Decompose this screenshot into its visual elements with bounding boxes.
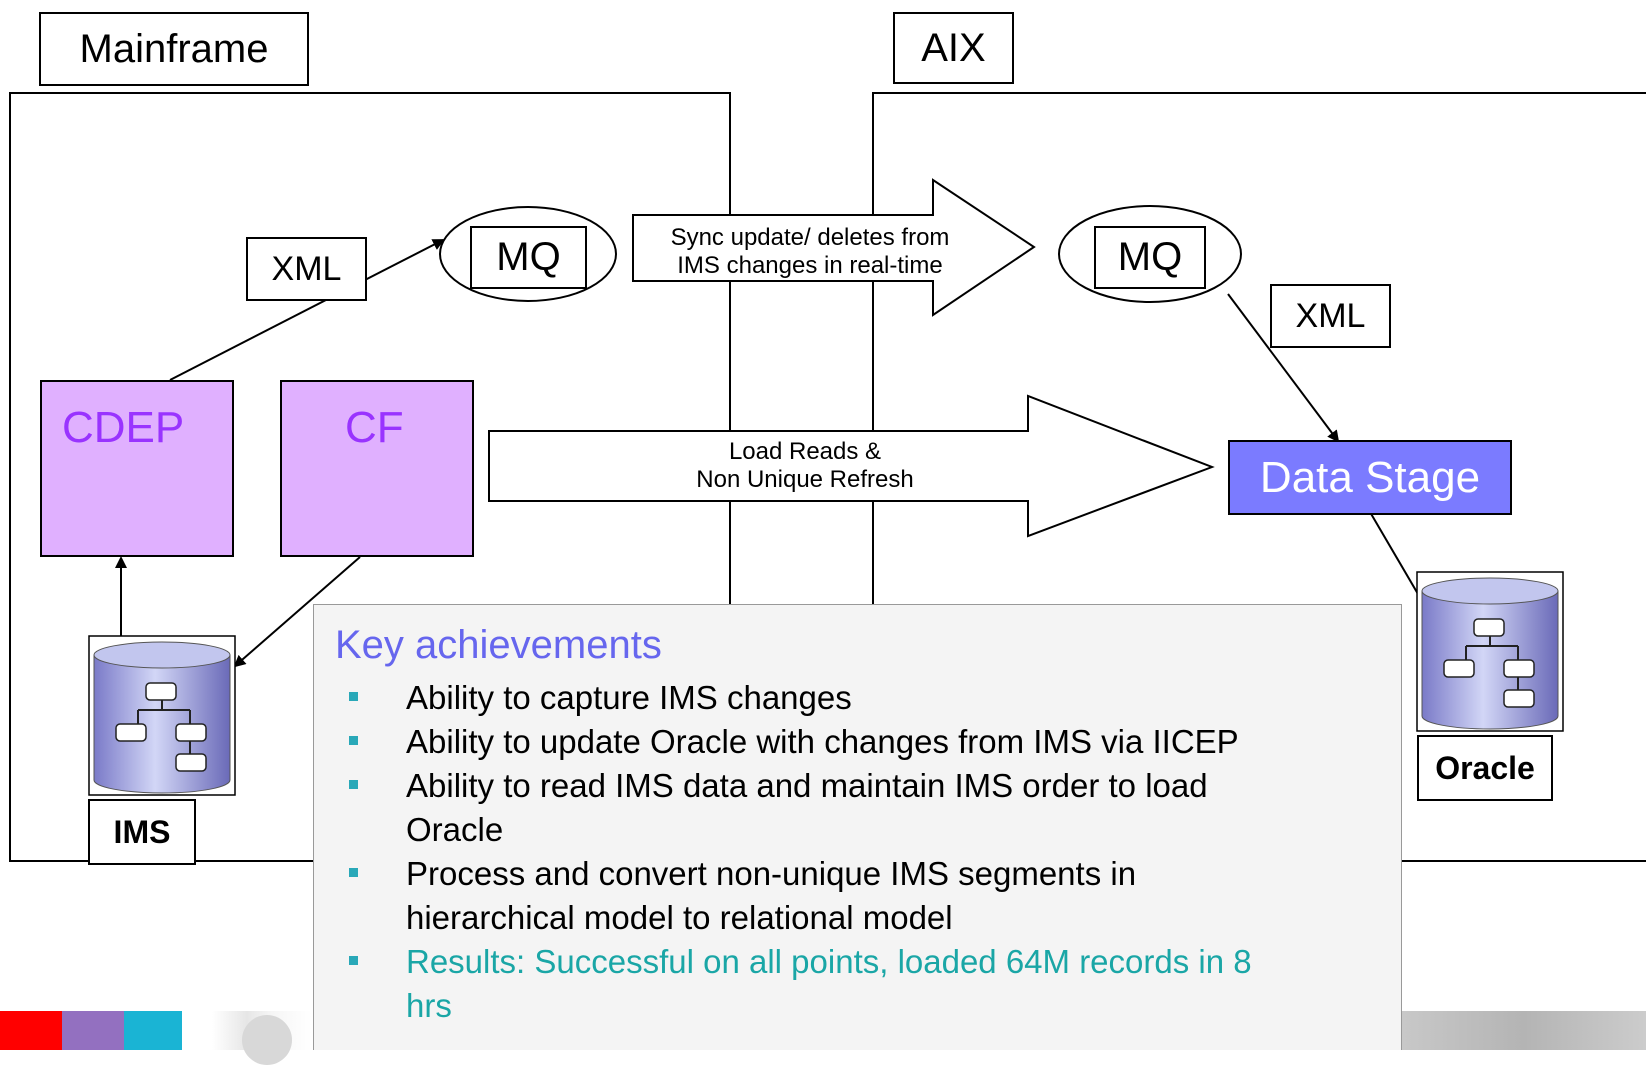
cf-box (280, 380, 474, 557)
aix-label-text: AIX (921, 25, 986, 70)
achievement-item-4-line2: hierarchical model to relational model (406, 899, 953, 936)
bullet-marker (349, 868, 358, 877)
ims-label-text: IMS (113, 813, 171, 850)
ims-database-icon (88, 635, 236, 796)
aix-xml-box: XML (1270, 284, 1391, 348)
sync-arrow-label: Sync update/ deletes from IMS changes in… (640, 224, 980, 280)
key-achievements-panel: Key achievements Ability to capture IMS … (313, 604, 1402, 1050)
achievement-item-4-line1: Process and convert non-unique IMS segme… (406, 855, 1137, 892)
load-arrow-line2: Non Unique Refresh (696, 466, 914, 493)
load-arrow (488, 394, 1215, 538)
achievement-item-2: Ability to update Oracle with changes fr… (406, 723, 1239, 760)
mainframe-label-text: Mainframe (79, 26, 269, 71)
mainframe-mq-box: MQ (470, 226, 587, 289)
load-arrow-label: Load Reads & Non Unique Refresh (600, 438, 1010, 494)
achievement-item-3-line2: Oracle (406, 811, 504, 848)
mainframe-xml-box: XML (246, 237, 367, 301)
achievement-item-3-line1: Ability to read IMS data and maintain IM… (406, 767, 1208, 804)
bullet-marker (349, 780, 358, 789)
aix-mq-box: MQ (1094, 226, 1206, 289)
sync-arrow-line2: IMS changes in real-time (677, 252, 943, 279)
footer-cyan-block (124, 1011, 182, 1050)
load-arrow-line1: Load Reads & (728, 438, 882, 465)
oracle-label-box: Oracle (1417, 735, 1553, 801)
bullet-marker (349, 736, 358, 745)
aix-mq-text: MQ (1117, 235, 1183, 279)
mainframe-region-label: Mainframe (39, 12, 309, 86)
achievement-item-5-line1: Results: Successful on all points, loade… (406, 943, 1252, 980)
footer-photo-thumbnail (212, 1011, 312, 1065)
achievement-item-5-line2: hrs (406, 987, 452, 1024)
footer-grey-bar (1402, 1011, 1646, 1050)
mq-to-datastage-connector (1227, 293, 1340, 443)
sync-arrow (632, 178, 1036, 317)
footer-photo-circle (242, 1015, 292, 1065)
ims-label-box: IMS (88, 799, 196, 865)
cdep-to-mq-connector (169, 239, 445, 381)
mainframe-xml-text: XML (271, 249, 342, 288)
footer-purple-block (62, 1011, 124, 1050)
sync-arrow-line1: Sync update/ deletes from (670, 224, 950, 251)
aix-xml-text: XML (1295, 296, 1366, 335)
cf-to-ims-connector (233, 556, 361, 668)
achievement-item-1: Ability to capture IMS changes (406, 679, 852, 716)
datastage-label: Data Stage (1259, 452, 1481, 502)
bullet-marker (349, 956, 358, 965)
oracle-label-text: Oracle (1435, 749, 1535, 786)
oracle-database-icon (1416, 571, 1564, 732)
aix-region-label: AIX (893, 12, 1014, 84)
cdep-label: CDEP (62, 403, 185, 452)
cf-label: CF (345, 403, 404, 452)
bullet-marker (349, 692, 358, 701)
datastage-box: Data Stage (1228, 440, 1512, 515)
footer-red-block (0, 1011, 62, 1050)
cdep-box (40, 380, 234, 557)
mainframe-mq-text: MQ (496, 235, 561, 279)
key-achievements-title: Key achievements (335, 623, 662, 667)
